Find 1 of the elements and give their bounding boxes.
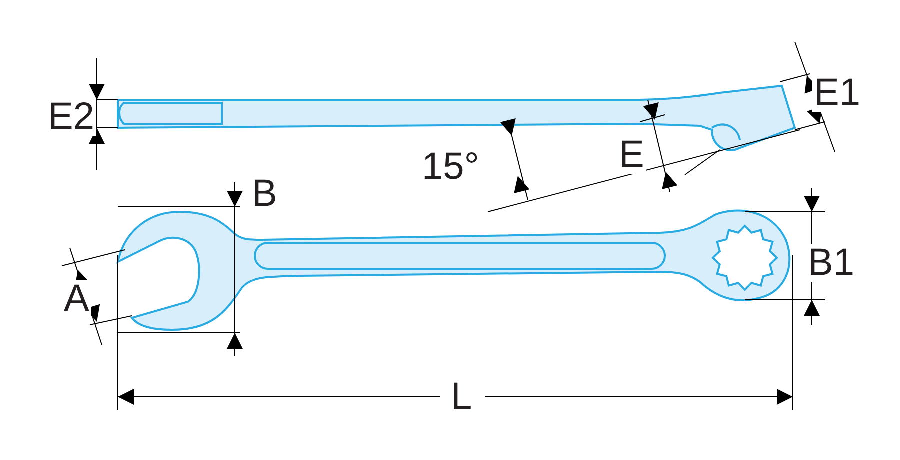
dimension-label: A [62,280,92,318]
